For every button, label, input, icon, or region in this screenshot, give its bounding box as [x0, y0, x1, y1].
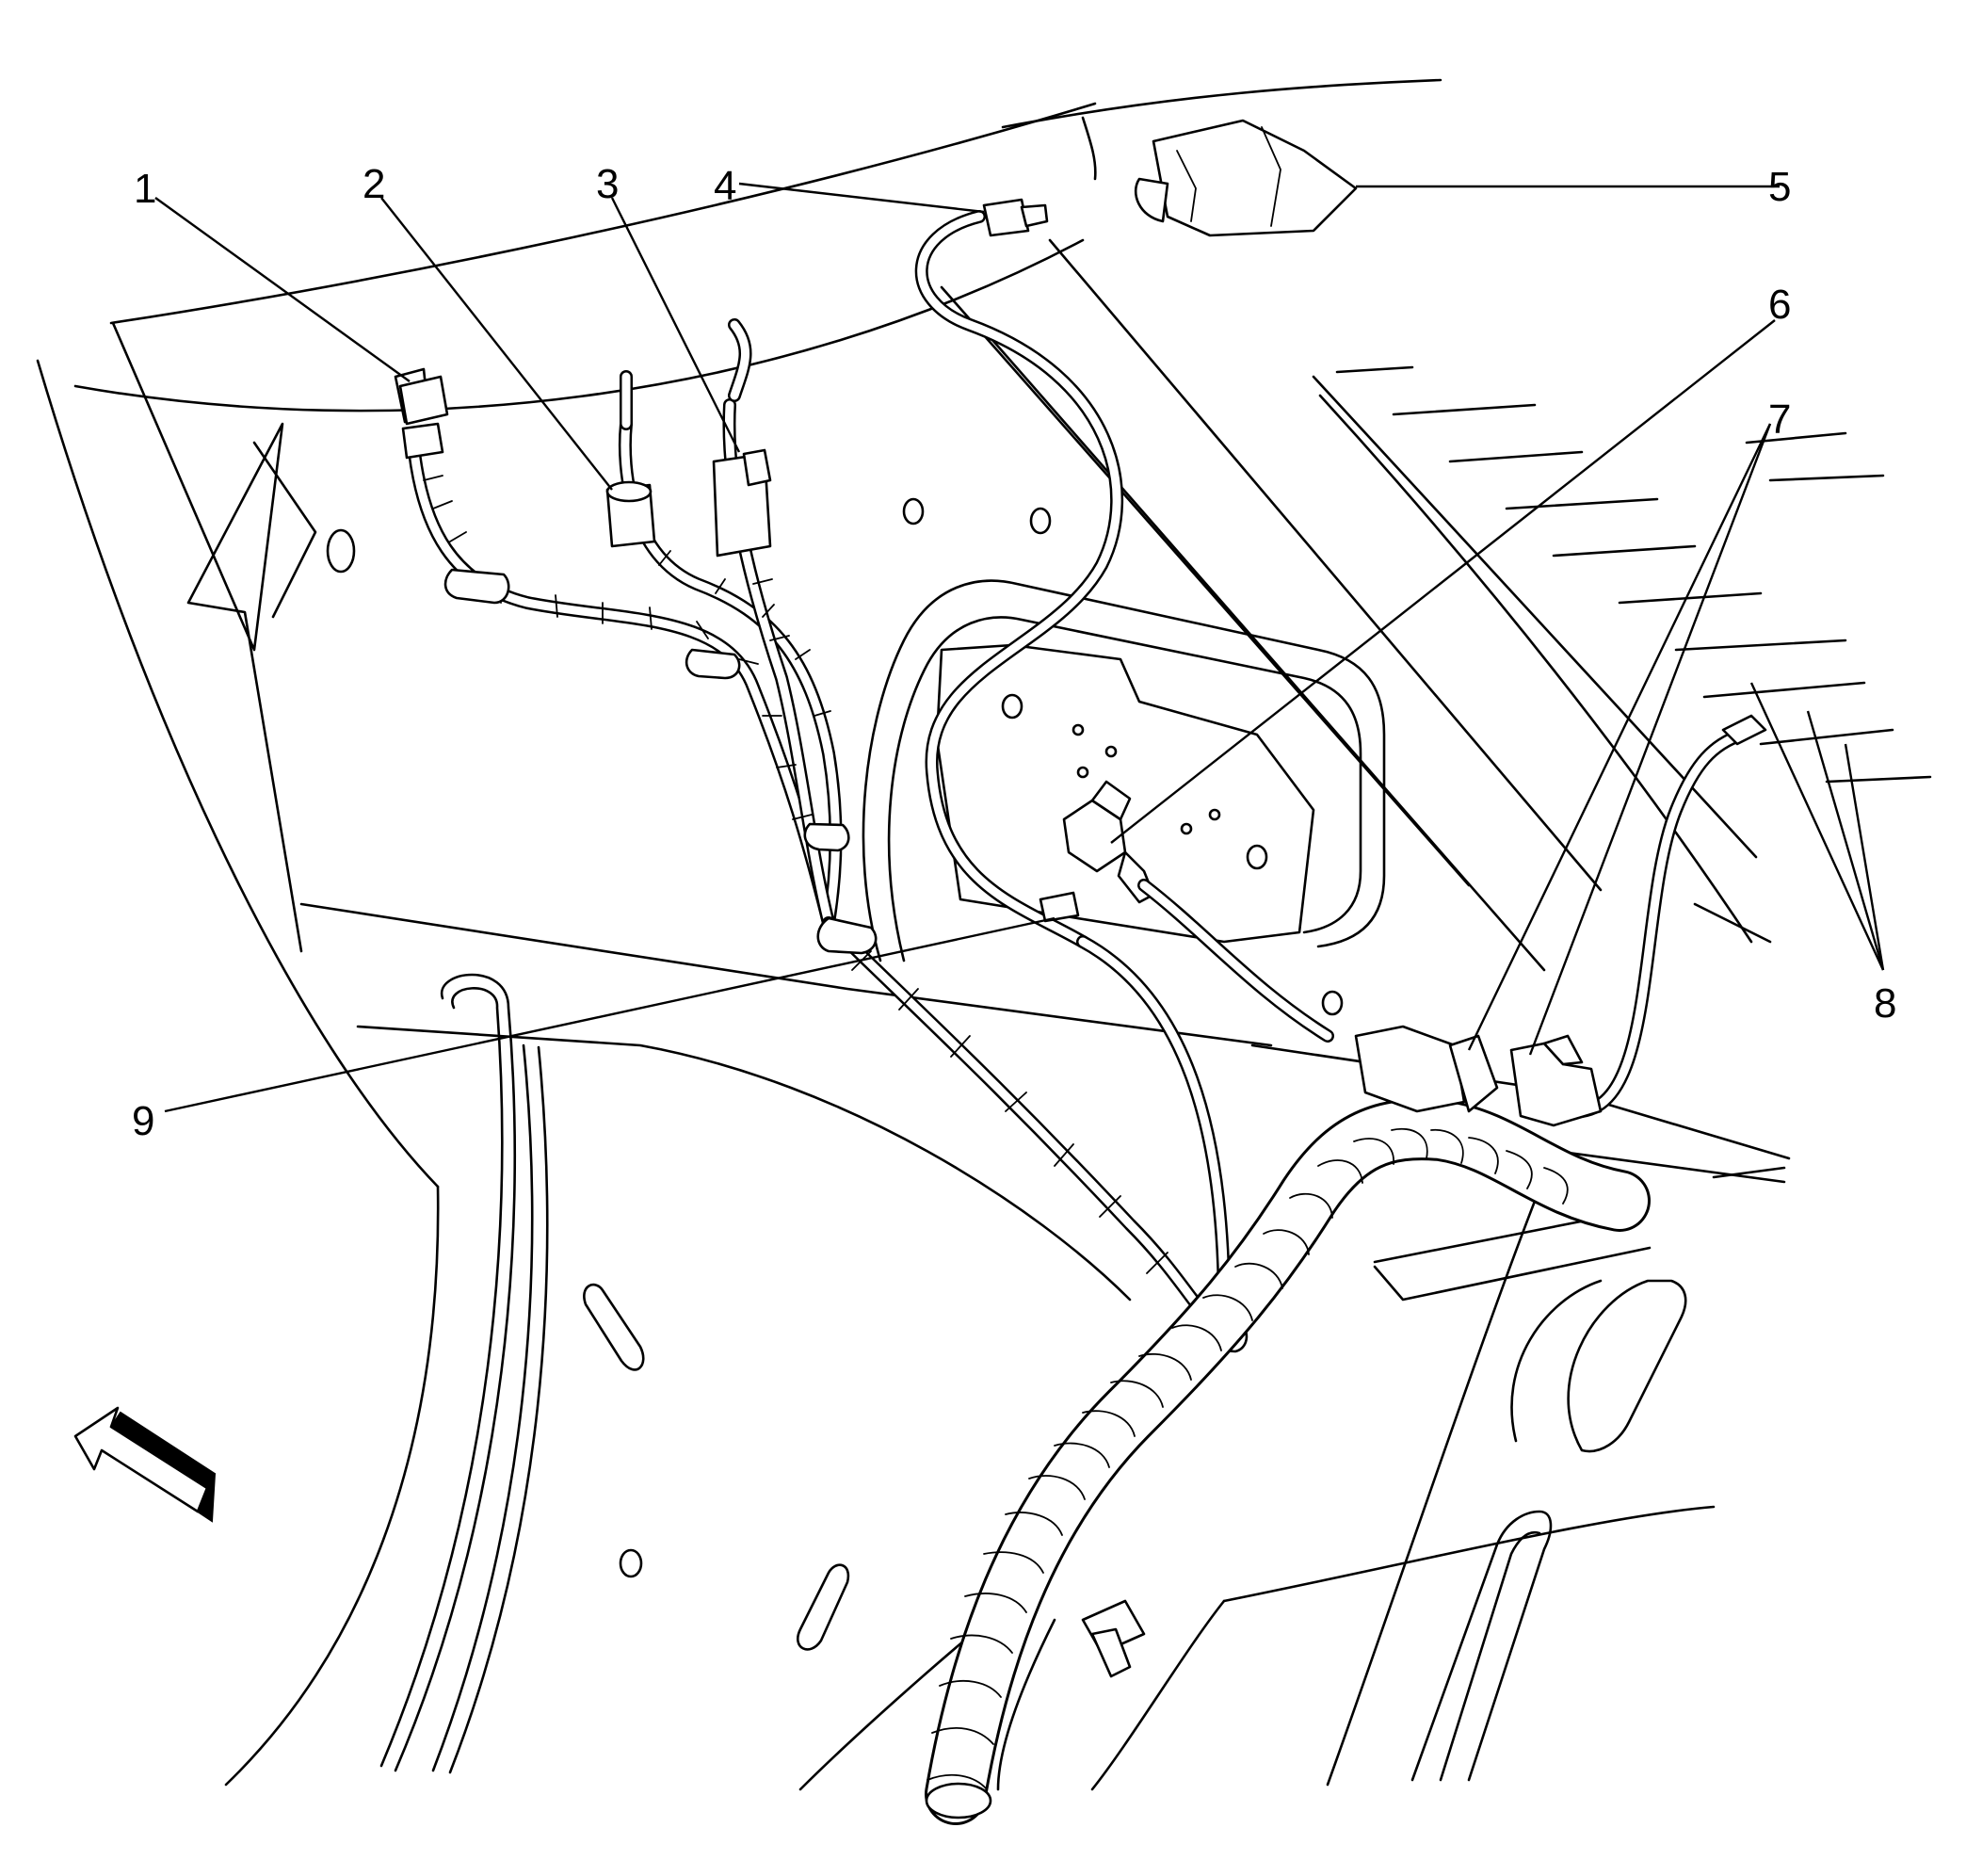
- callout-4: 4: [714, 163, 736, 209]
- callout-5: 5: [1768, 164, 1791, 210]
- callout-8: 8: [1874, 980, 1896, 1027]
- callout-1: 1: [134, 166, 156, 212]
- antenna-plug-4: [982, 198, 1049, 237]
- callout-6: 6: [1768, 282, 1791, 328]
- ground-bolt-6: [1039, 780, 1334, 1043]
- body-holes: [326, 497, 1344, 1651]
- callout-labels: 1 2 3 4 5 6 7 8 9: [132, 161, 1896, 1144]
- large-conduit: [925, 1098, 1651, 1825]
- callout-7: 7: [1768, 396, 1791, 443]
- body-panel-outlines: [36, 78, 1932, 1791]
- harness-branches: [408, 318, 850, 930]
- callout-3: 3: [596, 161, 619, 207]
- antenna-cable: [914, 210, 1231, 1316]
- leader-lines: [154, 182, 1885, 1113]
- connector-3: [712, 448, 772, 558]
- connector-2: [605, 480, 656, 548]
- wire-to-connector-8: [1575, 714, 1767, 1118]
- connector-7-pair: [1354, 1025, 1603, 1127]
- antenna-module-5: [1134, 119, 1358, 237]
- connector-1: [394, 367, 449, 460]
- main-harness-trunk: [816, 916, 1249, 1353]
- front-direction-arrow-icon: [73, 1406, 217, 1523]
- callout-9: 9: [132, 1098, 154, 1144]
- callout-2: 2: [363, 161, 385, 207]
